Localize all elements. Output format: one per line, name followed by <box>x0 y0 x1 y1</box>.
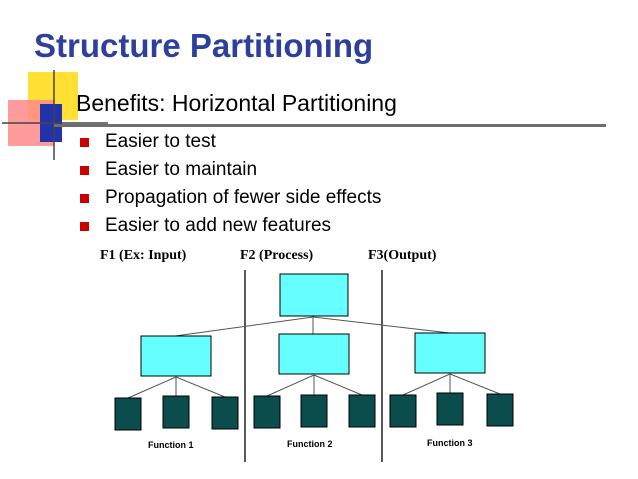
decorative-squares <box>2 70 108 160</box>
leaf-module <box>348 394 376 428</box>
leaf-module <box>389 394 417 428</box>
column-label-f1: F1 (Ex: Input) <box>100 248 187 263</box>
heading-divider <box>54 124 606 127</box>
leaf-module <box>436 392 464 426</box>
leaf-module <box>162 395 190 429</box>
mid-module-f2 <box>278 333 350 375</box>
benefit-list: Easier to test Easier to maintain Propag… <box>78 128 381 240</box>
function-label-2: Function 2 <box>287 439 333 449</box>
section-heading: Benefits: Horizontal Partitioning <box>76 90 397 116</box>
mid-module-f3 <box>414 332 486 374</box>
top-connectors <box>174 316 451 337</box>
leaf-module <box>253 395 281 429</box>
function-label-1: Function 1 <box>148 440 194 450</box>
benefit-item: Easier to add new features <box>78 212 381 240</box>
bullet-square-icon <box>80 138 89 147</box>
leaf-module <box>486 393 514 427</box>
leaf-module <box>211 396 239 430</box>
benefit-item: Easier to maintain <box>78 156 381 184</box>
bullet-square-icon <box>80 222 89 231</box>
benefit-text: Propagation of fewer side effects <box>105 187 382 208</box>
benefit-text: Easier to test <box>105 131 216 152</box>
benefit-text: Easier to maintain <box>105 159 258 180</box>
column-label-f3: F3(Output) <box>368 248 437 263</box>
function-label-3: Function 3 <box>427 438 473 448</box>
leaf-connectors <box>127 373 501 399</box>
leaf-module <box>300 394 328 428</box>
partition-diagram: F1 (Ex: Input) F2 (Process) F3(Output) <box>100 248 514 462</box>
benefit-item: Propagation of fewer side effects <box>78 184 381 212</box>
slide-title: Structure Partitioning <box>34 27 374 64</box>
benefit-text: Easier to add new features <box>105 215 332 236</box>
top-module <box>279 273 349 317</box>
bullet-square-icon <box>80 166 89 175</box>
leaf-module <box>114 397 142 431</box>
column-label-f2: F2 (Process) <box>240 248 314 263</box>
benefit-item: Easier to test <box>78 128 381 156</box>
bullet-square-icon <box>80 194 89 203</box>
mid-module-f1 <box>140 335 212 377</box>
